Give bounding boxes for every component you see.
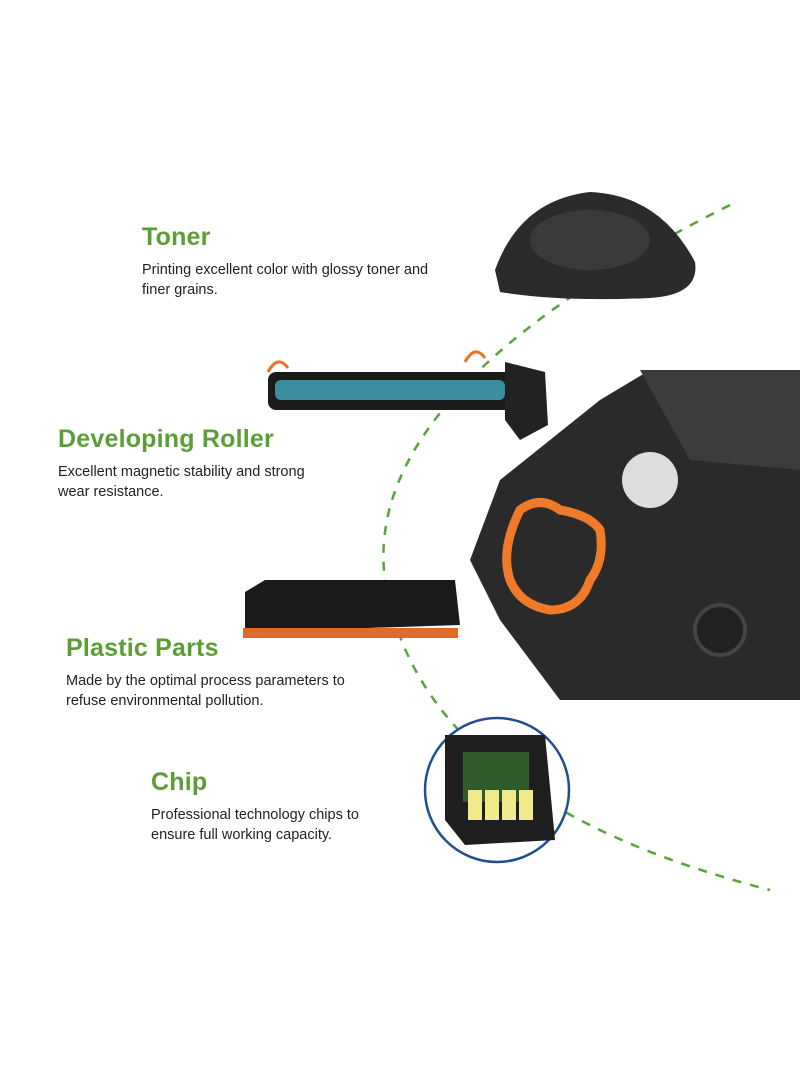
- feature-plastic-parts: Plastic Parts Made by the optimal proces…: [66, 634, 345, 711]
- developing-roller-image: [266, 350, 548, 440]
- feature-toner: Toner Printing excellent color with glos…: [142, 223, 428, 300]
- cartridge-image: [470, 370, 800, 700]
- feature-description: Made by the optimal process parameters t…: [66, 673, 345, 709]
- feature-title: Chip: [151, 768, 208, 796]
- feature-title: Developing Roller: [58, 425, 274, 453]
- plastic-cartridge-image: [243, 580, 460, 638]
- feature-title: Toner: [142, 223, 211, 251]
- feature-developing-roller: Developing Roller Excellent magnetic sta…: [58, 425, 305, 502]
- toner-powder-image: [495, 192, 696, 300]
- feature-description: Printing excellent color with glossy ton…: [142, 262, 429, 298]
- chip-image: [423, 716, 571, 864]
- feature-title: Plastic Parts: [66, 634, 219, 662]
